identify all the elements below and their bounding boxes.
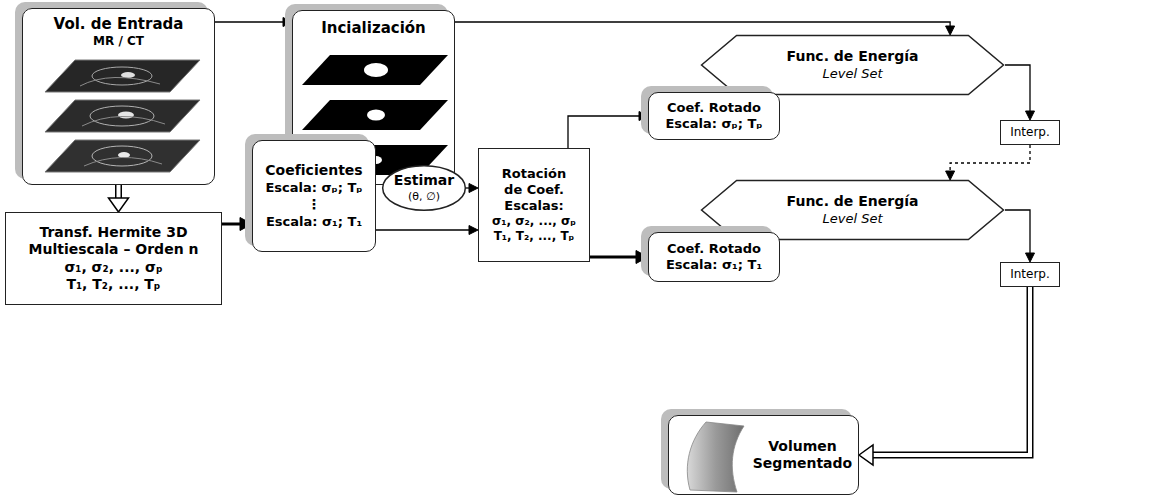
connector-inner [872,287,1030,455]
connector [590,251,648,264]
input-volume-box: Vol. de EntradaMR / CT [22,8,215,185]
hexagon-shape [702,35,1004,94]
mri-detail [84,157,162,166]
node-text: ⋮ [307,196,321,214]
node-text: Coeficientes [265,162,362,180]
connector-line [455,22,950,27]
node-text: T₁, T₂, ..., Tₚ [494,229,575,244]
arrow-head [639,112,648,121]
connector-line [115,185,122,199]
connector [222,218,252,231]
connector [215,18,292,27]
mri-detail [82,116,165,126]
connector-inner [117,185,121,199]
node-text: T₁, T₂, ..., Tₚ [66,276,160,294]
node-text: Escala: σₚ; Tₚ [665,116,762,132]
connector [859,287,1030,465]
connector-line [376,229,470,230]
arrow-head [636,251,648,264]
node-text: Transf. Hermite 3D [39,224,187,242]
mri-slice [45,60,200,92]
arrow-head [283,18,292,27]
node-text: Coef. Rotado [667,241,761,257]
connector [376,226,478,235]
hexagon-shape [702,180,1004,239]
mri-detail [80,77,160,86]
mask-slice [302,100,448,130]
arrow-head [240,218,252,231]
mri-slice [45,140,200,172]
mask-blob [364,63,388,77]
interp-box: Interp. [1000,120,1060,145]
hexagon-outline [700,35,1005,95]
node-text: Rotación de Coef. [494,166,574,199]
node-text: Interp. [1010,125,1050,140]
mri-detail [118,112,134,119]
connector-line [872,287,1030,455]
energy-hexagon: Func. de EnergíaLevel Set [700,35,1005,95]
node-text: σ₁, σ₂, ..., σₚ [492,214,576,229]
hermite-transform-box: Transf. Hermite 3DMultiescala – Orden nσ… [5,212,222,305]
connector [109,185,129,212]
hexagon-outline [700,180,1005,240]
connector [1005,210,1035,262]
connector-line [950,145,1030,172]
segmented-volume-box: Volumen Segmentado [668,415,859,495]
node-text: Level Set [822,211,882,227]
interp-box: Interp. [1000,262,1060,287]
connector-line [1005,210,1030,254]
node-text: Vol. de Entrada [54,15,184,34]
node-text: Func. de Energía [787,193,919,211]
connector-line [568,116,640,148]
segmented-surface [687,422,744,492]
estimate-ellipse: Estimar(θ, ∅) [382,165,466,211]
arrow-head [946,26,955,35]
node-text: Incialización [321,19,426,38]
arrow-head [469,226,478,235]
node-text: Level Set [822,66,882,82]
arrow-head [1026,253,1035,262]
connector-line [222,223,241,226]
arrow-head [946,171,955,180]
arrow-head [469,184,478,193]
connector [1005,65,1035,120]
mask-slice [302,55,448,85]
mri-detail [92,146,152,166]
node-text: MR / CT [93,34,144,49]
rotated-coef-box: Coef. RotadoEscala: σ₁; T₁ [648,232,780,282]
mask-blob [367,110,385,121]
node-text: Escalas: [504,198,563,214]
coefficients-box: CoeficientesEscala: σₚ; Tₚ⋮Escala: σ₁; T… [252,140,376,252]
node-text: σ₁, σ₂, ..., σₚ [64,259,162,277]
node-text: Escala: σₚ; Tₚ [265,180,362,196]
connector [946,145,1030,180]
arrow-head [859,445,873,465]
node-text: Interp. [1010,267,1050,282]
node-text: (θ, ∅) [408,190,440,204]
connector-line [590,256,637,259]
connector-line [215,21,284,22]
energy-hexagon: Func. de EnergíaLevel Set [700,180,1005,240]
node-text: Multiescala – Orden n [29,241,199,259]
node-text: Coef. Rotado [667,100,761,116]
node-text: Escala: σ₁; T₁ [266,214,362,230]
rotation-box: Rotación de Coef.Escalas:σ₁, σ₂, ..., σₚ… [478,148,590,262]
node-text: Escala: σ₁; T₁ [666,257,762,273]
arrow-head [1026,111,1035,120]
ellipse-shape [383,166,466,211]
mri-slice [45,100,200,132]
connector [466,184,478,193]
rotated-coef-box: Coef. RotadoEscala: σₚ; Tₚ [648,92,780,140]
mri-slices [45,60,200,172]
connector [568,112,648,149]
node-text: Volumen Segmentado [753,438,853,473]
connector-line [1005,65,1030,112]
mri-detail [92,67,152,85]
connector [455,22,955,35]
node-text: Func. de Energía [787,48,919,66]
node-text: Estimar [394,172,454,190]
arrow-head [109,198,129,212]
